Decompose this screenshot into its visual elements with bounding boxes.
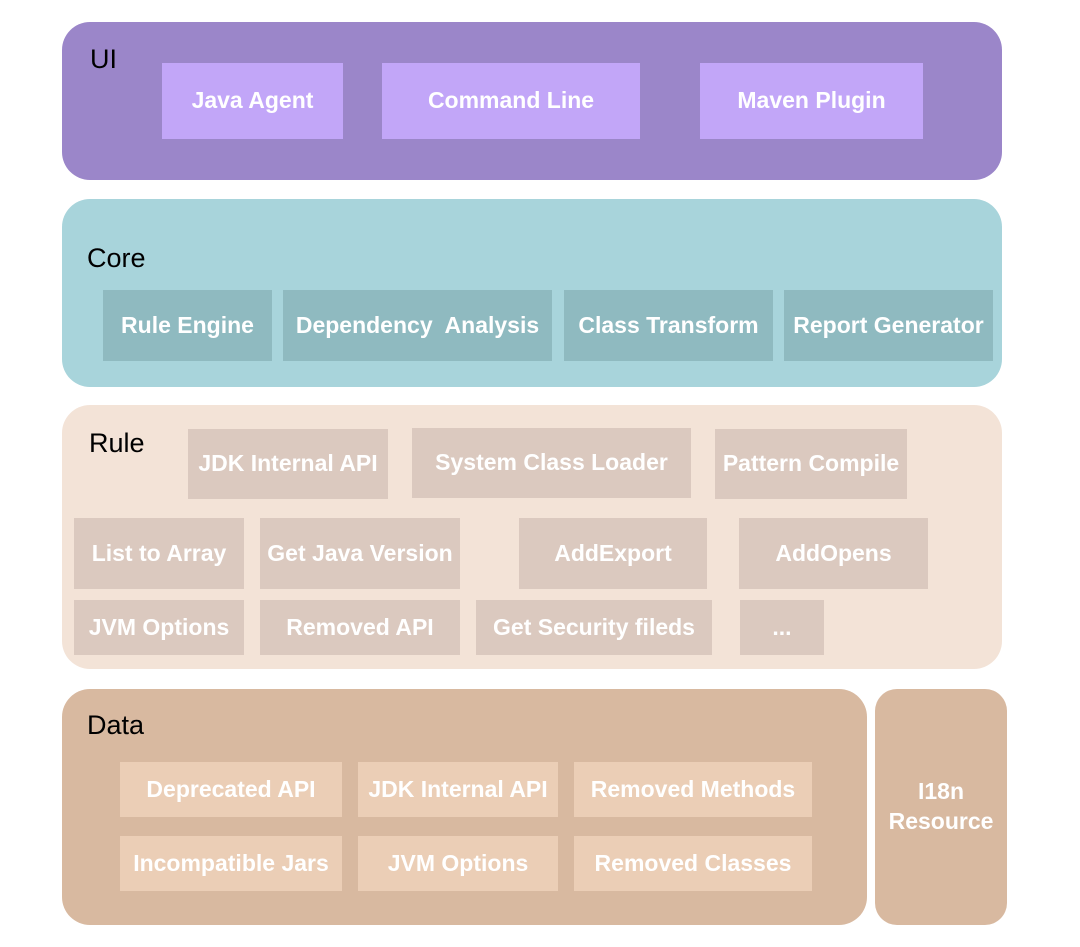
core-layer-title: Core <box>87 243 146 273</box>
i18n-resource-label: I18n Resource <box>888 778 994 834</box>
ui-layer-title: UI <box>90 44 117 74</box>
rule-layer-title: Rule <box>89 428 145 458</box>
list-to-array-box: List to Array <box>74 518 244 589</box>
addopens-box: AddOpens <box>739 518 928 589</box>
removed-methods-box: Removed Methods <box>574 762 812 817</box>
data-layer: Data Deprecated API JDK Internal API Rem… <box>62 689 867 925</box>
more-rules-box: ... <box>740 600 824 655</box>
system-class-loader-box: System Class Loader <box>412 428 691 498</box>
command-line-box: Command Line <box>382 63 640 139</box>
core-layer: Core Rule Engine Dependency Analysis Cla… <box>62 199 1002 387</box>
class-transform-box: Class Transform <box>564 290 773 361</box>
pattern-compile-box: Pattern Compile <box>715 429 907 499</box>
java-agent-box: Java Agent <box>162 63 343 139</box>
incompatible-jars-box: Incompatible Jars <box>120 836 342 891</box>
addexport-box: AddExport <box>519 518 707 589</box>
removed-api-box: Removed API <box>260 600 460 655</box>
i18n-resource-layer: I18n Resource <box>875 689 1007 925</box>
rule-layer: Rule JDK Internal API System Class Loade… <box>62 405 1002 669</box>
get-security-fields-box: Get Security fileds <box>476 600 712 655</box>
rule-jdk-internal-api-box: JDK Internal API <box>188 429 388 499</box>
maven-plugin-box: Maven Plugin <box>700 63 923 139</box>
deprecated-api-box: Deprecated API <box>120 762 342 817</box>
data-jvm-options-box: JVM Options <box>358 836 558 891</box>
ui-layer: UI Java Agent Command Line Maven Plugin <box>62 22 1002 180</box>
removed-classes-box: Removed Classes <box>574 836 812 891</box>
data-layer-title: Data <box>87 710 145 740</box>
rule-engine-box: Rule Engine <box>103 290 272 361</box>
get-java-version-box: Get Java Version <box>260 518 460 589</box>
dependency-analysis-box: Dependency Analysis <box>283 290 552 361</box>
report-generator-box: Report Generator <box>784 290 993 361</box>
data-jdk-internal-api-box: JDK Internal API <box>358 762 558 817</box>
rule-jvm-options-box: JVM Options <box>74 600 244 655</box>
